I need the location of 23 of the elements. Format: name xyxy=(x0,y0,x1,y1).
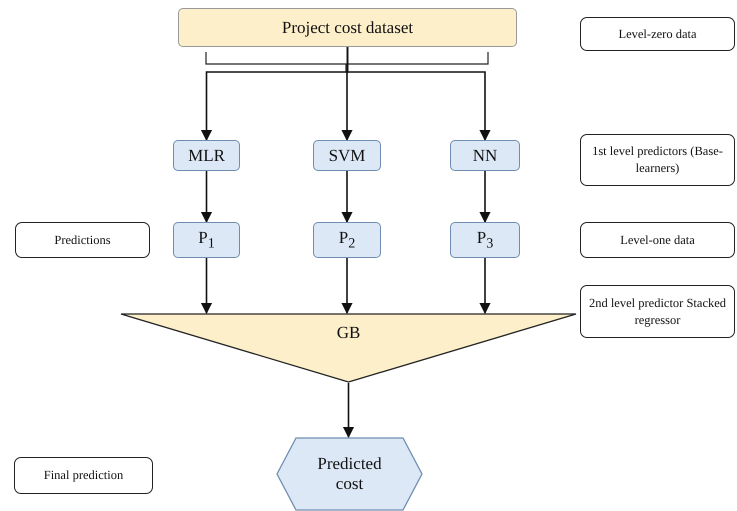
process-box: SVM xyxy=(313,140,381,171)
arrow xyxy=(479,171,491,224)
process-box: NN xyxy=(450,140,520,171)
annotation-box: Final prediction xyxy=(14,457,153,494)
annotation-box: Level-zero data xyxy=(580,17,735,51)
annotation-box: Predictions xyxy=(15,222,150,258)
arrow xyxy=(200,258,212,314)
hexagon-node: Predicted cost xyxy=(276,437,423,511)
arrow xyxy=(342,383,354,438)
annotation-box: Level-one data xyxy=(580,222,735,258)
arrow xyxy=(341,258,353,314)
annotation-box: 2nd level predictor Stacked regressor xyxy=(580,285,735,338)
process-box: P$_{3}$ xyxy=(450,222,520,258)
arrow xyxy=(479,258,491,314)
dataset-box: Project cost dataset xyxy=(178,8,517,47)
process-box: P$_{1}$ xyxy=(173,222,240,258)
arrow xyxy=(341,171,353,224)
triangle-node: GB xyxy=(120,313,577,383)
process-box: P$_{2}$ xyxy=(313,222,381,258)
process-box: MLR xyxy=(173,140,240,171)
arrow xyxy=(200,171,212,224)
annotation-box: 1st level predictors (Base-learners) xyxy=(580,134,735,186)
arrow xyxy=(346,47,491,142)
